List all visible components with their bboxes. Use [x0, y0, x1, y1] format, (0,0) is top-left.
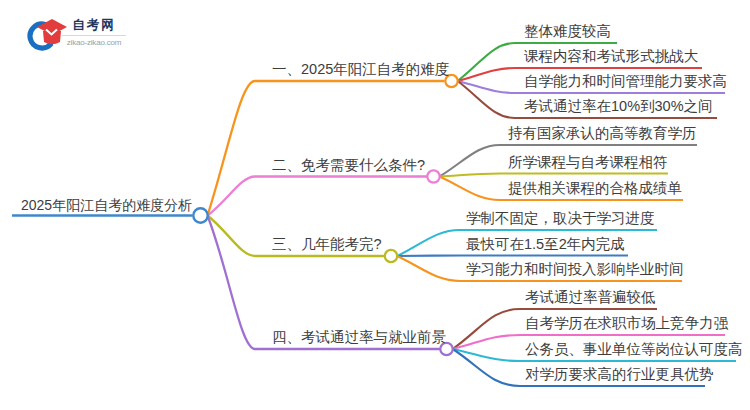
- edge-branch-2: [208, 177, 428, 216]
- site-url: zikao-zikao.com: [62, 38, 126, 47]
- branch-2-topic[interactable]: 二、免考需要什么条件?: [272, 157, 425, 174]
- leaf-3-1[interactable]: 学制不固定，取决于学习进度: [466, 210, 655, 227]
- root-collapse-handle[interactable]: [193, 208, 207, 222]
- branch-1-topic[interactable]: 一、2025年阳江自考的难度: [272, 61, 449, 78]
- logo-divider: [62, 35, 126, 36]
- leaf-1-3[interactable]: 自学能力和时间管理能力要求高: [524, 73, 727, 90]
- site-name: 自考网: [62, 18, 126, 33]
- branch-3-topic[interactable]: 三、几年能考完?: [272, 236, 382, 253]
- leaf-2-2[interactable]: 所学课程与自考课程相符: [508, 154, 668, 171]
- leaf-2-3[interactable]: 提供相关课程的合格成绩单: [508, 180, 682, 197]
- leaf-4-2[interactable]: 自考学历在求职市场上竞争力强: [525, 315, 728, 332]
- leaf-3-3[interactable]: 学习能力和时间投入影响毕业时间: [466, 261, 684, 278]
- branch-2-collapse-handle[interactable]: [427, 170, 439, 182]
- branch-3-collapse-handle[interactable]: [385, 250, 397, 262]
- leaf-1-2[interactable]: 课程内容和考试形式挑战大: [524, 48, 698, 65]
- leaf-4-3[interactable]: 公务员、事业单位等岗位认可度高: [525, 341, 743, 358]
- leaf-4-4[interactable]: 对学历要求高的行业更具优势: [525, 366, 714, 383]
- edge-leaf-2-2: [440, 174, 668, 177]
- edge-branch-1: [208, 81, 445, 216]
- edge-leaf-3-2: [397, 256, 628, 257]
- leaf-1-1[interactable]: 整体难度较高: [524, 23, 611, 40]
- site-logo: 自考网 zikao-zikao.com: [0, 0, 160, 60]
- leaf-2-1[interactable]: 持有国家承认的高等教育学历: [508, 125, 697, 142]
- leaf-1-4[interactable]: 考试通过率在10%到30%之间: [524, 98, 713, 115]
- logo-text-block: 自考网 zikao-zikao.com: [62, 18, 126, 47]
- root-topic[interactable]: 2025年阳江自考的难度分析: [21, 197, 192, 214]
- leaf-3-2[interactable]: 最快可在1.5至2年内完成: [466, 236, 625, 253]
- branch-4-topic[interactable]: 四、考试通过率与就业前景: [272, 329, 446, 346]
- leaf-4-1[interactable]: 考试通过率普遍较低: [525, 289, 656, 306]
